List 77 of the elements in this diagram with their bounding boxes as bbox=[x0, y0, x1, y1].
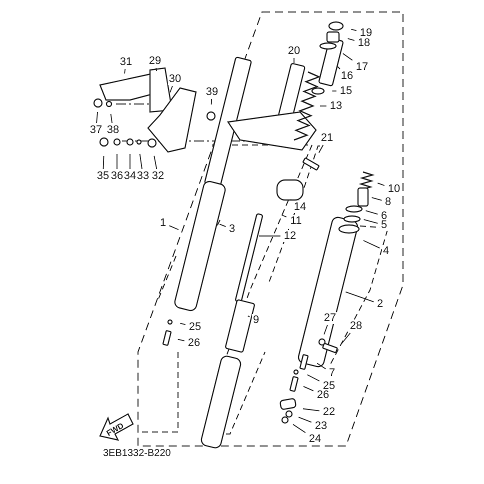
callout-number: 11 bbox=[289, 215, 303, 227]
callout-number: 36 bbox=[110, 170, 124, 182]
leader-line bbox=[306, 374, 320, 382]
leader-line bbox=[96, 112, 98, 124]
callout-number: 20 bbox=[286, 45, 302, 57]
drawing-code: 3EB1332-B220 bbox=[103, 448, 171, 459]
callout-number: 18 bbox=[356, 37, 372, 49]
callout-number: 9 bbox=[252, 314, 260, 326]
callout-number: 30 bbox=[168, 73, 182, 85]
leader-line bbox=[154, 155, 158, 170]
callout-number: 23 bbox=[314, 420, 328, 432]
leader-line bbox=[219, 224, 226, 227]
leader-line bbox=[247, 315, 250, 318]
callout-number: 39 bbox=[204, 86, 220, 98]
callout-number: 5 bbox=[380, 219, 388, 231]
leader-line bbox=[292, 424, 306, 434]
leader-line bbox=[210, 98, 212, 105]
callout-number: 29 bbox=[148, 55, 162, 67]
callout-number: 10 bbox=[386, 183, 402, 195]
callout-number: 32 bbox=[150, 170, 166, 182]
callout-number: 37 bbox=[88, 124, 104, 136]
callout-number: 38 bbox=[106, 124, 120, 136]
leader-line bbox=[302, 408, 320, 412]
callout-number: 16 bbox=[340, 70, 354, 82]
callout-number: 35 bbox=[96, 170, 110, 182]
callout-number: 3 bbox=[228, 223, 236, 235]
leader-line bbox=[156, 68, 157, 72]
leader-line bbox=[110, 114, 112, 124]
leader-line bbox=[139, 154, 142, 170]
callout-number: 26 bbox=[186, 337, 202, 349]
leader-line bbox=[341, 332, 351, 344]
callout-number: 25 bbox=[322, 380, 336, 392]
leader-line bbox=[180, 322, 186, 326]
leader-line bbox=[124, 68, 126, 74]
callout-number: 12 bbox=[282, 230, 298, 242]
callout-number: 15 bbox=[338, 85, 354, 97]
callout-number: 1 bbox=[158, 217, 168, 229]
leader-line bbox=[365, 210, 378, 215]
leader-line bbox=[298, 416, 312, 423]
leader-line bbox=[363, 240, 380, 249]
leader-line bbox=[102, 156, 104, 170]
leader-line bbox=[345, 292, 374, 302]
leader-line bbox=[371, 197, 382, 201]
callout-number: 24 bbox=[308, 433, 322, 445]
leader-line bbox=[363, 219, 378, 224]
leader-line bbox=[337, 66, 340, 70]
direction-label: FWD bbox=[104, 421, 126, 438]
callout-number: 27 bbox=[322, 312, 338, 324]
leader-line bbox=[342, 53, 353, 61]
callout-number: 4 bbox=[382, 245, 390, 257]
leader-line bbox=[303, 386, 314, 392]
callout-number: 21 bbox=[320, 132, 334, 144]
callout-number: 14 bbox=[292, 201, 308, 213]
callout-number: 2 bbox=[376, 298, 384, 310]
leader-line bbox=[116, 154, 118, 170]
callout-number: 34 bbox=[122, 170, 138, 182]
leader-line bbox=[324, 324, 328, 335]
callout-number: 22 bbox=[322, 406, 336, 418]
leader-line bbox=[332, 90, 337, 92]
leader-line bbox=[281, 214, 287, 218]
callout-number: 31 bbox=[118, 56, 134, 68]
callout-number: 33 bbox=[136, 170, 150, 182]
callout-number: 17 bbox=[354, 61, 370, 73]
leader-line bbox=[177, 338, 185, 342]
callout-number: 28 bbox=[348, 320, 364, 332]
callout-number: 26 bbox=[316, 389, 330, 401]
leader-line bbox=[347, 38, 355, 41]
leader-line bbox=[168, 225, 179, 230]
callout-number: 13 bbox=[328, 100, 344, 112]
leader-line bbox=[377, 182, 385, 186]
leader-line bbox=[316, 362, 326, 370]
callout-number: 7 bbox=[328, 367, 336, 379]
callout-number: 8 bbox=[384, 196, 392, 208]
leader-line bbox=[350, 28, 357, 32]
leader-line bbox=[170, 86, 173, 93]
leader-line bbox=[318, 144, 324, 154]
callout-number: 25 bbox=[188, 321, 202, 333]
